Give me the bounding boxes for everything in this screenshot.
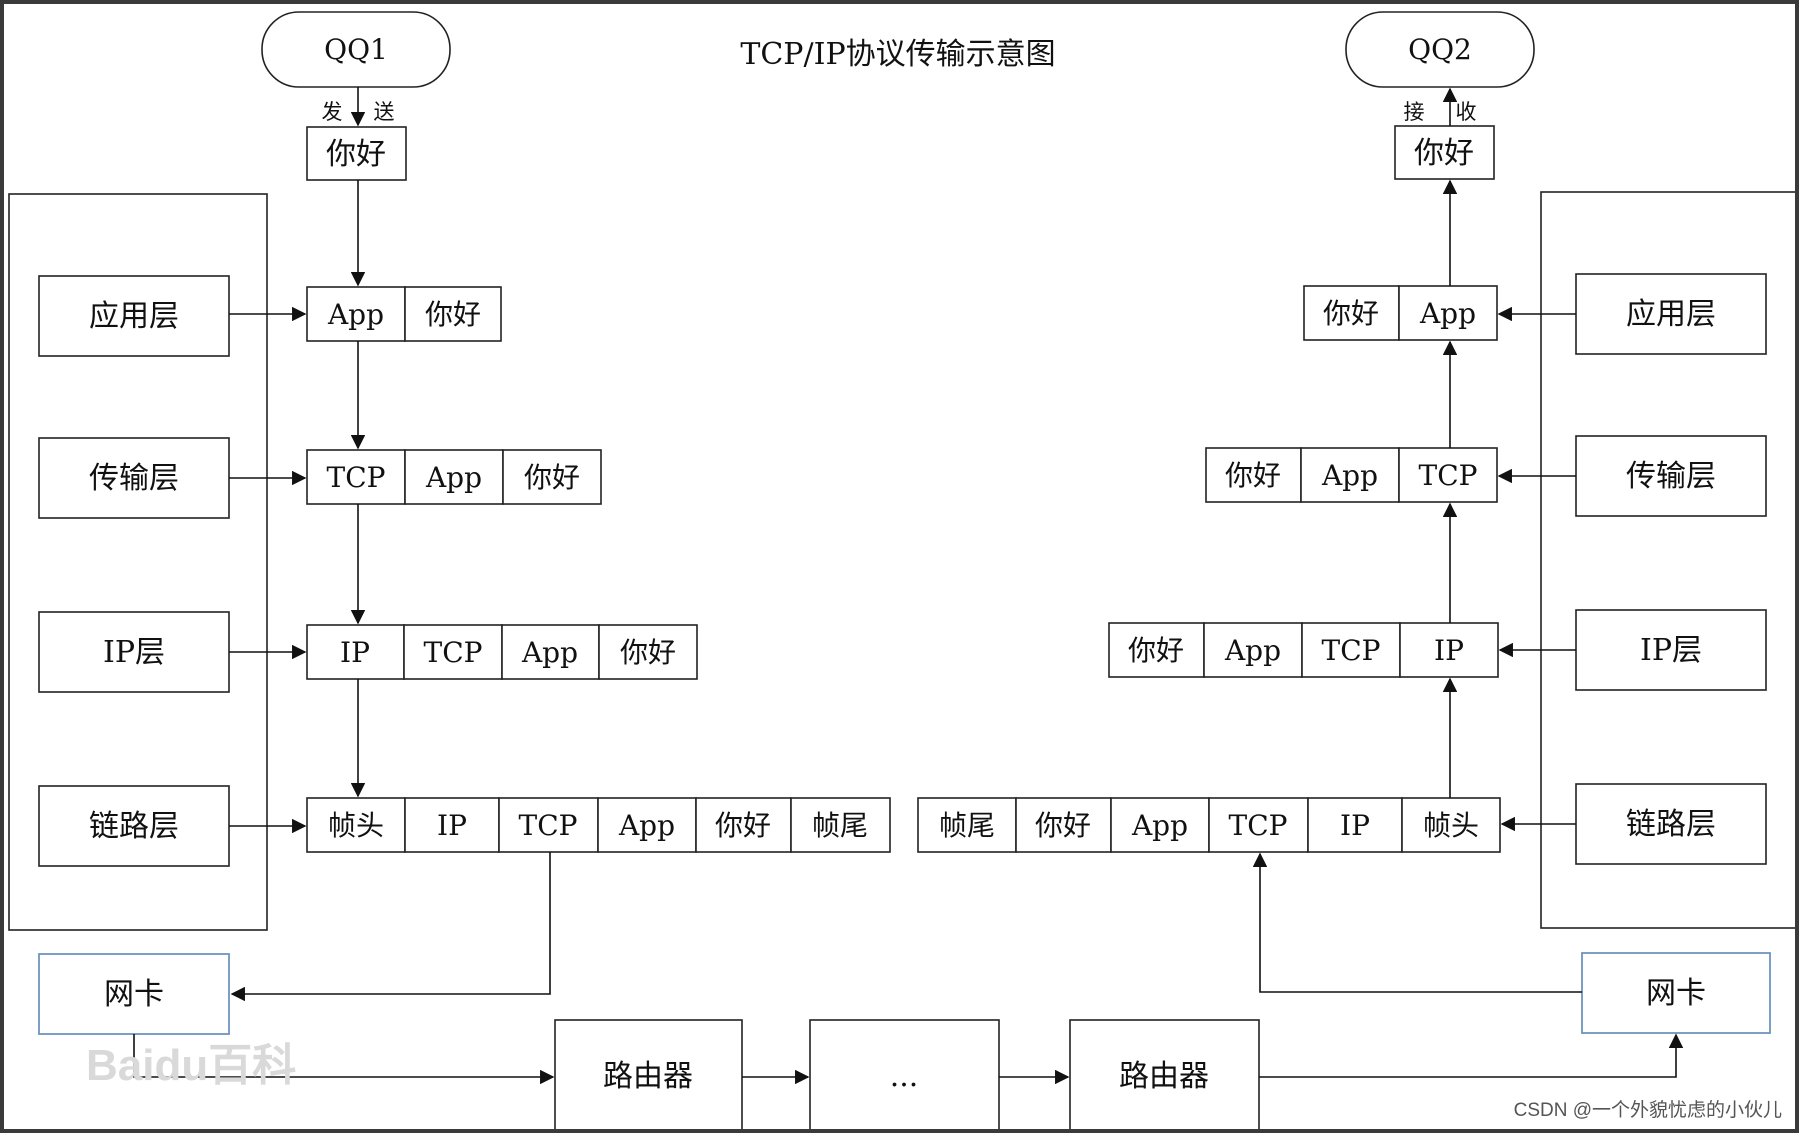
- left-layer-transport: 传输层: [38, 437, 230, 519]
- right-message-box: 你好: [1394, 125, 1495, 180]
- packet-cell: 你好: [425, 298, 481, 331]
- left-layer-link: 链路层: [38, 785, 230, 867]
- left-message-box: 你好: [306, 126, 407, 181]
- right-nic: 网卡: [1581, 952, 1771, 1034]
- packet-cell: TCP: [1229, 809, 1288, 842]
- packet-cell: TCP: [1322, 634, 1381, 667]
- right-layer-transport: 传输层: [1575, 435, 1767, 517]
- left-layer-ip-label: IP层: [103, 635, 165, 670]
- router-1-label: 路由器: [603, 1059, 693, 1094]
- right-stack-frame: [1540, 191, 1795, 929]
- packet-cell: 你好: [1128, 634, 1184, 667]
- csdn-credit: CSDN @一个外貌忧虑的小伙儿: [1514, 1099, 1782, 1121]
- packet-cell: 你好: [1035, 809, 1091, 842]
- right-layer-transport-label: 传输层: [1626, 459, 1716, 494]
- packet-cell: App: [327, 298, 384, 331]
- router-2: 路由器: [1069, 1019, 1260, 1129]
- arrow-router-to-right-nic: [1259, 1033, 1684, 1078]
- router-2-label: 路由器: [1119, 1059, 1209, 1094]
- packet-cell: 帧头: [328, 809, 384, 842]
- right-packet-application: 你好 App: [1303, 285, 1498, 341]
- left-packet-application: App 你好: [306, 286, 502, 342]
- qq2-node: QQ2: [1345, 11, 1535, 88]
- packet-cell: App: [425, 461, 482, 494]
- router-1: 路由器: [554, 1019, 743, 1129]
- left-stack-frame: [8, 193, 268, 931]
- packet-cell: App: [1131, 809, 1188, 842]
- packet-cell: App: [521, 636, 578, 669]
- packet-cell: 你好: [1323, 297, 1379, 330]
- arrow-frame-to-left-nic: [230, 852, 551, 1002]
- left-layer-link-label: 链路层: [89, 809, 179, 844]
- packet-cell: App: [618, 809, 675, 842]
- packet-cell: TCP: [327, 461, 386, 494]
- send-label-1: 发: [322, 100, 343, 124]
- packet-cell: 帧头: [1423, 809, 1479, 842]
- right-layer-application-label: 应用层: [1626, 297, 1716, 332]
- left-layer-transport-label: 传输层: [89, 461, 179, 496]
- arrow-left-nic-to-router: [133, 1034, 555, 1085]
- recv-label-1: 接: [1404, 100, 1425, 124]
- right-layer-link: 链路层: [1575, 783, 1767, 865]
- packet-cell: TCP: [519, 809, 578, 842]
- packet-cell: IP: [1340, 809, 1370, 842]
- qq1-label: QQ1: [324, 33, 388, 66]
- left-layer-application: 应用层: [38, 275, 230, 357]
- packet-cell: 你好: [524, 461, 580, 494]
- left-layer-ip: IP层: [38, 611, 230, 693]
- right-packet-link: 帧尾 你好 App TCP IP 帧头: [917, 797, 1501, 853]
- packet-cell: IP: [437, 809, 467, 842]
- router-ellipsis-label: ...: [890, 1059, 919, 1094]
- packet-cell: 帧尾: [812, 809, 868, 842]
- diagram-title: TCP/IP协议传输示意图: [740, 37, 1055, 72]
- right-layer-link-label: 链路层: [1626, 807, 1716, 842]
- left-nic-label: 网卡: [104, 977, 164, 1012]
- right-message-label: 你好: [1414, 136, 1474, 171]
- diagram-canvas: TCP/IP协议传输示意图 QQ1 QQ2 发 送 接 收 你好 你好 应用层 …: [4, 4, 1795, 1129]
- left-packet-link: 帧头 IP TCP App 你好 帧尾: [306, 797, 891, 853]
- right-layer-ip: IP层: [1575, 609, 1767, 691]
- recv-label-2: 收: [1456, 100, 1477, 124]
- packet-cell: IP: [1434, 634, 1464, 667]
- right-layer-ip-label: IP层: [1640, 633, 1702, 668]
- qq2-label: QQ2: [1408, 33, 1472, 66]
- right-packet-transport: 你好 App TCP: [1205, 447, 1498, 503]
- right-nic-label: 网卡: [1646, 976, 1706, 1011]
- packet-cell: 帧尾: [939, 809, 995, 842]
- packet-cell: 你好: [715, 809, 771, 842]
- qq1-node: QQ1: [261, 11, 451, 88]
- packet-cell: App: [1321, 459, 1378, 492]
- packet-cell: TCP: [424, 636, 483, 669]
- arrow-right-nic-to-frame: [1252, 852, 1582, 993]
- send-label-2: 送: [374, 100, 395, 124]
- packet-cell: TCP: [1419, 459, 1478, 492]
- left-nic: 网卡: [38, 953, 230, 1035]
- tcp-ip-diagram: TCP/IP协议传输示意图 QQ1 QQ2 发 送 接 收 你好 你好 应用层 …: [8, 11, 1795, 1129]
- right-layer-application: 应用层: [1575, 273, 1767, 355]
- baidu-watermark: Baidu百科: [86, 1041, 296, 1090]
- packet-cell: IP: [340, 636, 370, 669]
- left-packet-transport: TCP App 你好: [306, 449, 602, 505]
- packet-cell: 你好: [1225, 459, 1281, 492]
- packet-cell: App: [1419, 297, 1476, 330]
- packet-cell: App: [1224, 634, 1281, 667]
- left-message-label: 你好: [326, 137, 386, 172]
- left-packet-ip: IP TCP App 你好: [306, 624, 698, 680]
- left-layer-application-label: 应用层: [89, 299, 179, 334]
- right-packet-ip: 你好 App TCP IP: [1108, 622, 1499, 678]
- packet-cell: 你好: [620, 636, 676, 669]
- router-ellipsis: ...: [809, 1019, 1000, 1129]
